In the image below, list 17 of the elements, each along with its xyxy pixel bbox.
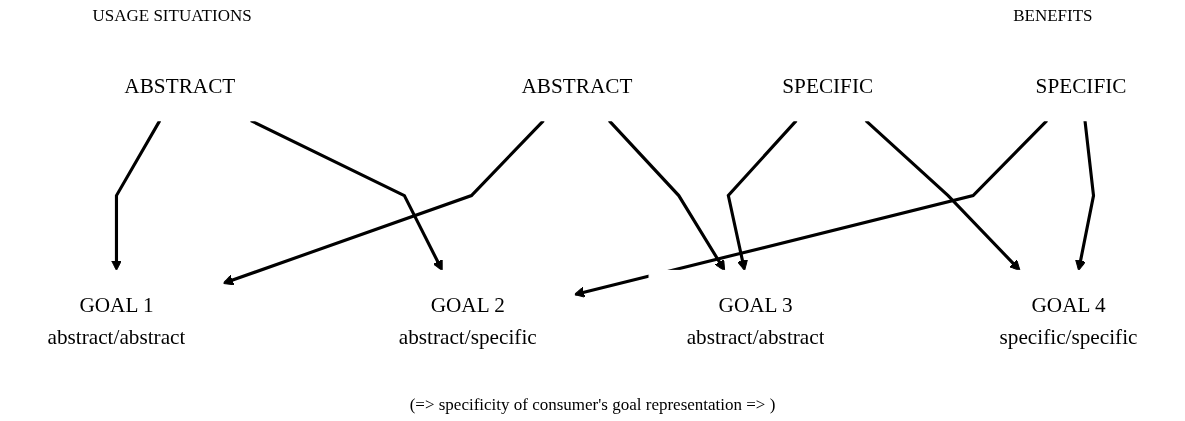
- node-text: GOAL 1 abstract/abstract: [47, 293, 186, 349]
- arrow: [726, 119, 798, 272]
- node-text: SPECIFIC: [1035, 73, 1127, 98]
- arrow: [222, 119, 545, 286]
- arrow: [110, 119, 162, 272]
- node-text: SPECIFIC: [782, 73, 874, 98]
- column-heading: USAGE SITUATIONS: [92, 6, 252, 27]
- arrow: [864, 119, 1021, 272]
- caption: (=> specificity of consumer's goal representation => ): [409, 395, 776, 416]
- node-text: GOAL 2 abstract/specific: [398, 293, 537, 349]
- arrow: [607, 119, 726, 272]
- arrow: [1075, 120, 1096, 272]
- arrow: [250, 119, 443, 272]
- column-heading: BENEFITS: [1013, 6, 1093, 27]
- node-text: ABSTRACT: [521, 73, 633, 98]
- node-text: GOAL 4 specific/specific: [999, 293, 1138, 349]
- node-text: ABSTRACT: [124, 73, 236, 98]
